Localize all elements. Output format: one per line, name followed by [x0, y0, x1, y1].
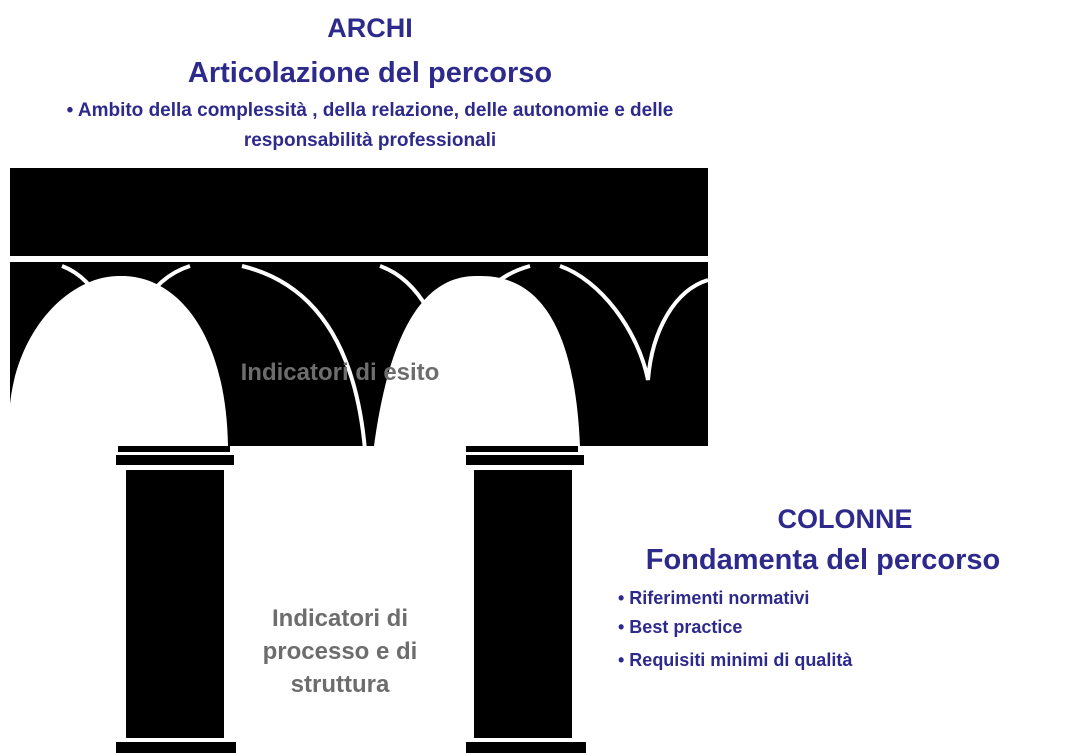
right-column-collar: [466, 455, 584, 465]
arch-outline-center-right: [379, 264, 531, 381]
left-column-collar: [116, 455, 234, 465]
right-column-capital: [466, 446, 578, 452]
arch-top-beam: [10, 168, 708, 256]
colonne-title: COLONNE: [777, 504, 913, 534]
archi-subtitle: Articolazione del percorso: [187, 57, 553, 89]
left-column-capital: [118, 446, 230, 452]
arch-inner-left-edge: [12, 278, 121, 397]
colonne-bullet-item: • Riferimenti normativi: [618, 588, 810, 608]
right-column-base: [466, 742, 586, 753]
arch-outline-right: [559, 264, 709, 381]
archi-title: ARCHI: [327, 13, 413, 43]
colonne-bullet-list: • Riferimenti normativi • Best practice …: [618, 587, 852, 678]
esito-indicators-label: Indicatori di esito: [240, 359, 440, 386]
colonne-bullet-item: • Requisiti minimi di qualità: [618, 650, 853, 670]
arch-outline-left: [61, 264, 191, 381]
colonne-bullet-item: • Best practice: [618, 617, 743, 637]
archi-bullet-text: • Ambito della complessità , della relaz…: [66, 100, 674, 151]
right-column-shaft: [474, 470, 572, 738]
process-structure-indicators-label: Indicatori di processo e di struttura: [262, 605, 418, 698]
left-column-base: [116, 742, 236, 753]
arch-outline-center: [241, 264, 367, 451]
arch-beam-gap: [10, 256, 708, 262]
left-column-shaft: [126, 470, 224, 738]
arch-spandrels: [10, 262, 708, 446]
colonne-subtitle: Fondamenta del percorso: [645, 544, 1001, 576]
